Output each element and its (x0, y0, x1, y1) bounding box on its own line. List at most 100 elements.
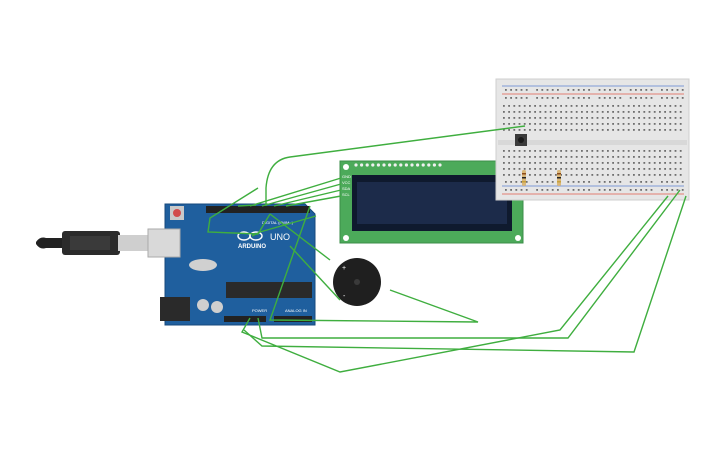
breadboard-hole[interactable] (549, 150, 552, 152)
breadboard-hole[interactable] (588, 181, 590, 183)
breadboard-hole[interactable] (503, 117, 505, 119)
breadboard-hole[interactable] (560, 162, 562, 164)
breadboard-hole[interactable] (669, 156, 672, 158)
breadboard-hole[interactable] (544, 150, 547, 152)
breadboard-hole[interactable] (551, 97, 554, 99)
breadboard-hole[interactable] (622, 123, 625, 125)
breadboard-holes[interactable] (503, 89, 684, 191)
breadboard-hole[interactable] (534, 174, 536, 176)
breadboard-hole[interactable] (659, 150, 661, 152)
breadboard-hole[interactable] (503, 150, 505, 152)
breadboard-hole[interactable] (643, 111, 646, 113)
breadboard-hole[interactable] (508, 156, 510, 158)
breadboard-hole[interactable] (619, 97, 622, 99)
breadboard-hole[interactable] (653, 168, 656, 170)
pushbutton[interactable] (515, 134, 527, 146)
breadboard-hole[interactable] (607, 162, 609, 164)
breadboard-hole[interactable] (515, 181, 518, 183)
breadboard-hole[interactable] (551, 89, 554, 91)
breadboard-hole[interactable] (661, 97, 663, 99)
breadboard-hole[interactable] (518, 129, 521, 131)
breadboard-hole[interactable] (581, 123, 583, 125)
breadboard-hole[interactable] (633, 105, 635, 107)
breadboard-hole[interactable] (555, 168, 557, 170)
breadboard-hole[interactable] (601, 150, 604, 152)
breadboard-hole[interactable] (510, 189, 512, 191)
breadboard-hole[interactable] (505, 181, 507, 183)
breadboard-hole[interactable] (603, 89, 606, 91)
breadboard-hole[interactable] (681, 97, 684, 99)
breadboard-hole[interactable] (598, 181, 601, 183)
breadboard-hole[interactable] (650, 97, 653, 99)
breadboard-hole[interactable] (557, 89, 559, 91)
breadboard-hole[interactable] (575, 105, 578, 107)
breadboard-hole[interactable] (648, 129, 651, 131)
breadboard-hole[interactable] (567, 189, 570, 191)
breadboard-hole[interactable] (648, 156, 651, 158)
breadboard-hole[interactable] (570, 168, 573, 170)
breadboard-hole[interactable] (666, 89, 668, 91)
breadboard-hole[interactable] (627, 156, 630, 158)
breadboard-hole[interactable] (619, 189, 622, 191)
breadboard-hole[interactable] (659, 117, 661, 119)
wire-breadboard-right-3[interactable] (240, 195, 669, 373)
breadboard-hole[interactable] (570, 117, 573, 119)
breadboard-hole[interactable] (666, 97, 668, 99)
breadboard-hole[interactable] (508, 162, 510, 164)
breadboard-hole[interactable] (659, 174, 661, 176)
breadboard-hole[interactable] (617, 105, 620, 107)
breadboard-hole[interactable] (659, 105, 661, 107)
breadboard-hole[interactable] (627, 129, 630, 131)
breadboard-hole[interactable] (523, 156, 526, 158)
breadboard-hole[interactable] (560, 111, 562, 113)
breadboard-hole[interactable] (638, 162, 640, 164)
breadboard-hole[interactable] (503, 105, 505, 107)
breadboard-hole[interactable] (505, 97, 507, 99)
breadboard-hole[interactable] (627, 174, 630, 176)
breadboard-hole[interactable] (541, 97, 544, 99)
breadboard-hole[interactable] (607, 117, 609, 119)
breadboard-hole[interactable] (510, 181, 512, 183)
breadboard-hole[interactable] (586, 123, 588, 125)
breadboard-hole[interactable] (601, 174, 604, 176)
breadboard-hole[interactable] (661, 89, 663, 91)
breadboard-hole[interactable] (664, 150, 666, 152)
breadboard-hole[interactable] (591, 162, 594, 164)
breadboard-hole[interactable] (603, 181, 606, 183)
breadboard-hole[interactable] (601, 117, 604, 119)
breadboard-hole[interactable] (572, 97, 575, 99)
breadboard-hole[interactable] (503, 174, 505, 176)
breadboard-hole[interactable] (544, 111, 547, 113)
breadboard-hole[interactable] (581, 129, 583, 131)
breadboard-hole[interactable] (638, 174, 640, 176)
breadboard-hole[interactable] (629, 97, 632, 99)
breadboard-hole[interactable] (640, 181, 642, 183)
wire-buzzer-minus[interactable] (289, 245, 341, 301)
breadboard-hole[interactable] (515, 89, 518, 91)
breadboard-hole[interactable] (659, 123, 661, 125)
breadboard-hole[interactable] (674, 111, 677, 113)
breadboard-hole[interactable] (633, 174, 635, 176)
breadboard[interactable] (495, 78, 690, 201)
breadboard-hole[interactable] (607, 129, 609, 131)
breadboard-hole[interactable] (638, 150, 640, 152)
breadboard-hole[interactable] (549, 129, 552, 131)
breadboard-hole[interactable] (534, 168, 536, 170)
breadboard-hole[interactable] (601, 162, 604, 164)
breadboard-hole[interactable] (539, 156, 542, 158)
breadboard-hole[interactable] (619, 89, 622, 91)
breadboard-hole[interactable] (666, 181, 668, 183)
breadboard-hole[interactable] (674, 174, 677, 176)
wire-buzzer-plus[interactable] (269, 213, 331, 261)
breadboard-hole[interactable] (681, 89, 684, 91)
breadboard-hole[interactable] (664, 156, 666, 158)
breadboard-hole[interactable] (549, 168, 552, 170)
breadboard-hole[interactable] (591, 168, 594, 170)
breadboard-hole[interactable] (607, 105, 609, 107)
breadboard-hole[interactable] (581, 105, 583, 107)
wire-lcd-sda[interactable] (273, 189, 342, 207)
usb-cable[interactable] (36, 231, 148, 255)
breadboard-hole[interactable] (635, 181, 637, 183)
breadboard-hole[interactable] (627, 111, 630, 113)
